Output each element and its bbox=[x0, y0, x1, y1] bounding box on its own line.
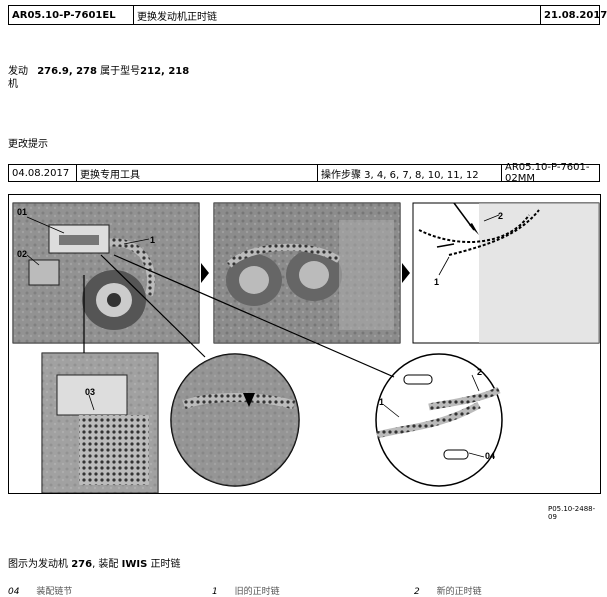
legend-text: 旧的正时链 bbox=[234, 587, 280, 597]
callout-label: 2 bbox=[498, 211, 503, 221]
detail-tool-closeup bbox=[41, 275, 159, 494]
callout-label: 2 bbox=[477, 367, 482, 377]
arrow-right-icon bbox=[201, 263, 209, 283]
legend-number: 2 bbox=[414, 587, 420, 597]
detail-assembly-link bbox=[113, 254, 503, 487]
caption-prefix: 图示为发动机 bbox=[8, 559, 68, 570]
callout-label: 04 bbox=[485, 451, 495, 461]
figure-caption: 图示为发动机 276, 装配 IWIS 正时链 bbox=[8, 555, 180, 570]
document-header: AR05.10-P-7601EL 更换发动机正时链 21.08.2017 bbox=[8, 5, 607, 25]
caption-suffix: 正时链 bbox=[150, 559, 181, 570]
figure-illustration: 01 02 1 03 2 1 2 1 04 bbox=[12, 202, 600, 494]
panel-chain-drive bbox=[213, 202, 401, 344]
arrow-down-icon bbox=[243, 393, 255, 407]
legend-number: 04 bbox=[8, 587, 20, 597]
legend-item: 04 装配链节 bbox=[8, 584, 72, 597]
legend-text: 装配链节 bbox=[36, 587, 73, 597]
change-date: 04.08.2017 bbox=[9, 165, 77, 181]
callout-label: 02 bbox=[17, 249, 27, 259]
change-reference: AR05.10-P-7601-02MM bbox=[505, 162, 590, 184]
engine-numbers: 276.9, 278 bbox=[37, 66, 97, 77]
legend-text: 新的正时链 bbox=[436, 587, 482, 597]
callout-label: 1 bbox=[379, 397, 384, 407]
legend-item: 1 旧的正时链 bbox=[212, 584, 280, 597]
change-notes-row: 04.08.2017 更换专用工具 操作步骤 3, 4, 6, 7, 8, 10… bbox=[8, 162, 600, 184]
callout-label: 03 bbox=[85, 387, 95, 397]
timing-chain-figure: 01 02 1 03 2 1 2 1 04 bbox=[8, 194, 601, 494]
panel-tool-installed bbox=[12, 202, 200, 344]
callout-label: 1 bbox=[434, 277, 439, 287]
document-number: AR05.10-P-7601EL bbox=[9, 6, 134, 24]
panel-chain-route bbox=[412, 202, 600, 344]
document-title: 更换发动机正时链 bbox=[134, 6, 541, 24]
caption-engine: 276 bbox=[71, 559, 93, 570]
caption-middle: , 装配 bbox=[92, 559, 119, 570]
legend-number: 1 bbox=[212, 587, 218, 597]
engine-suffix: 属于型号 bbox=[100, 66, 141, 77]
document-date: 21.08.2017 bbox=[544, 9, 607, 21]
caption-system: IWIS bbox=[121, 559, 148, 570]
arrow-right-icon bbox=[402, 263, 410, 283]
legend-item: 2 新的正时链 bbox=[414, 584, 482, 597]
change-steps: 操作步骤 3, 4, 6, 7, 8, 10, 11, 12 bbox=[318, 165, 502, 181]
callout-label: 01 bbox=[17, 207, 27, 217]
engine-applicability: 发动机 276.9, 278 属于型号212, 218 bbox=[8, 65, 189, 91]
detail-chain-cutter bbox=[100, 254, 300, 487]
engine-label: 发动机 bbox=[8, 66, 28, 90]
engine-models: 212, 218 bbox=[140, 66, 190, 77]
callout-label: 1 bbox=[150, 235, 155, 245]
change-notes-heading: 更改提示 bbox=[8, 139, 48, 150]
figure-reference-code: P05.10-2488-09 bbox=[548, 505, 596, 521]
change-description: 更换专用工具 bbox=[77, 165, 318, 181]
